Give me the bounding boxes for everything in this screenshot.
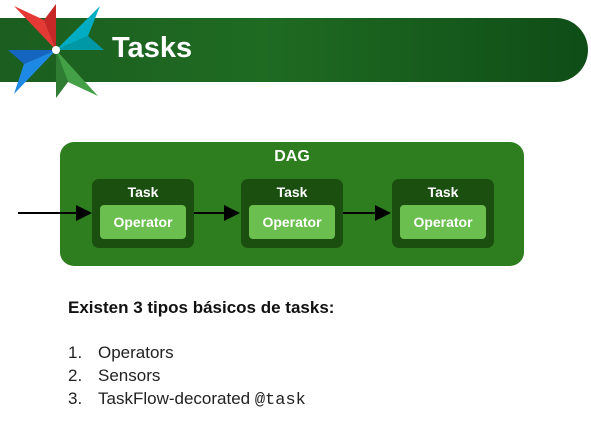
task-types-list: 1. Operators 2. Sensors 3. TaskFlow-decorat… [68,341,306,410]
section-heading: Existen 3 tipos básicos de tasks: [68,298,335,317]
operator-box: Operator [100,205,186,239]
task-label: Task [427,184,459,200]
list-item: 2. Sensors [68,364,306,387]
list-item: 1. Operators [68,341,306,364]
airflow-logo-icon [8,4,104,98]
page-title: Tasks [112,32,193,64]
task-label: Task [127,184,159,200]
task-box-1: Task Operator [92,179,194,248]
operator-box: Operator [400,205,486,239]
task-box-2: Task Operator [241,179,343,248]
list-number: 2. [68,366,83,385]
list-number: 1. [68,343,83,362]
list-text: TaskFlow-decorated [98,389,255,408]
task-label: Task [276,184,308,200]
list-number: 3. [68,389,83,408]
dag-label: DAG [274,148,310,165]
operator-box: Operator [249,205,335,239]
list-item: 3. TaskFlow-decorated @task [68,387,306,410]
list-text: Operators [98,343,174,362]
code-snippet: @task [254,391,306,410]
task-box-3: Task Operator [392,179,494,248]
list-text: Sensors [98,366,161,385]
